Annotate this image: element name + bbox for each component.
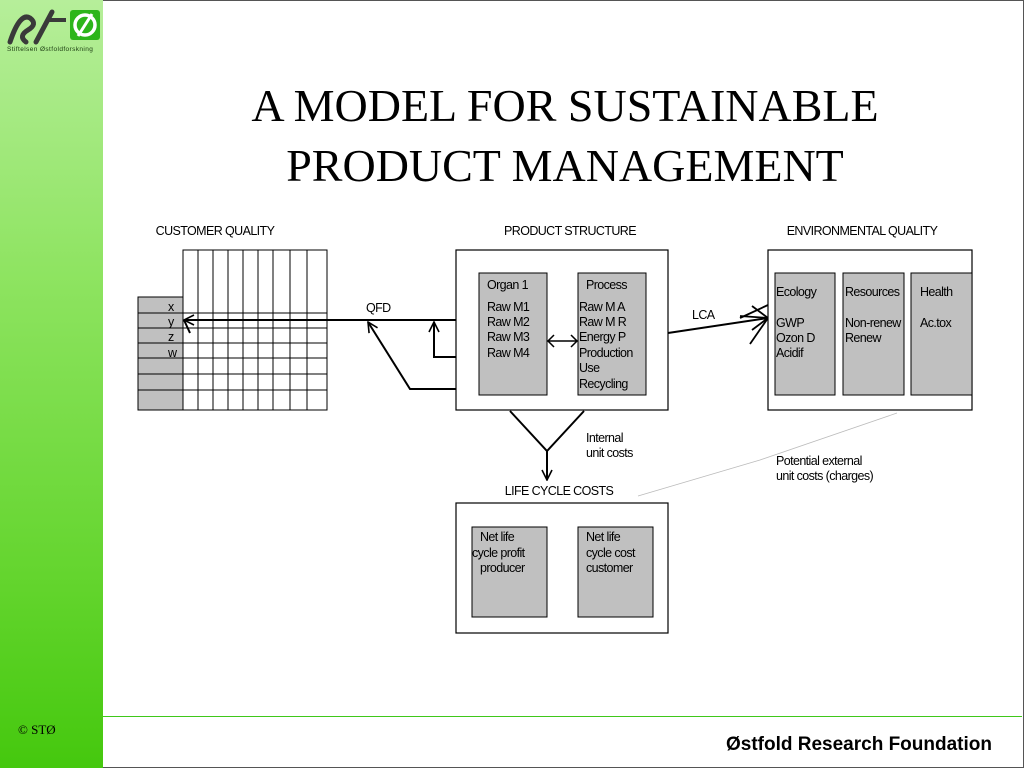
ecology-item: GWP [776, 316, 804, 330]
organ-item: Raw M4 [487, 346, 530, 360]
organ-box [478, 272, 548, 396]
resources-box [842, 272, 905, 396]
external-costs-line [637, 412, 898, 497]
organ-item: Raw M2 [487, 315, 530, 329]
resources-title: Resources [845, 285, 900, 299]
lca-label: LCA [692, 308, 716, 322]
ecology-title: Ecology [776, 285, 818, 299]
heading-life-cycle-costs: LIFE CYCLE COSTS [505, 484, 614, 498]
customer-cost-box [577, 526, 654, 618]
matrix-grid [182, 249, 328, 411]
process-item: Production [579, 346, 633, 360]
customer-cost-text: cycle cost [586, 546, 636, 560]
matrix-label-x: x [168, 300, 175, 314]
internal-costs-funnel [509, 410, 585, 453]
heading-environmental-quality: ENVIRONMENTAL QUALITY [787, 224, 939, 238]
link-head-right [570, 334, 579, 348]
internal-costs-label: Internal [586, 431, 623, 445]
matrix-label-z: z [168, 330, 174, 344]
customer-cost-text: Net life [586, 530, 621, 544]
resources-item: Renew [845, 331, 882, 345]
title-line-1: A MODEL FOR SUSTAINABLE [251, 80, 879, 131]
process-title: Process [586, 278, 627, 292]
resources-item: Non-renew [845, 316, 902, 330]
page-title: A MODEL FOR SUSTAINABLE PRODUCT MANAGEME… [195, 76, 935, 196]
external-costs-label: Potential external [776, 454, 862, 468]
customer-cost-text: customer [586, 561, 633, 575]
heading-customer-quality: CUSTOMER QUALITY [156, 224, 276, 238]
qfd-label: QFD [366, 301, 391, 315]
process-box [577, 272, 647, 396]
producer-cost-text: producer [480, 561, 525, 575]
process-item: Raw M A [579, 300, 626, 314]
organ-item: Raw M1 [487, 300, 530, 314]
matrix-label-y: y [168, 315, 175, 329]
ecology-item: Acidif [776, 346, 804, 360]
footer-organization: Østfold Research Foundation [725, 734, 992, 755]
ecology-item: Ozon D [776, 331, 815, 345]
matrix-row-label-area [137, 296, 184, 411]
qfd-arrow-tail [183, 319, 191, 334]
producer-cost-text: Net life [480, 530, 515, 544]
sidebar: Stiftelsen Østfoldforskning © STØ [0, 0, 103, 768]
producer-cost-box [471, 526, 548, 618]
logo-subtitle: Stiftelsen Østfoldforskning [7, 46, 94, 53]
process-item: Use [579, 361, 600, 375]
product-structure-box: Organ 1 Raw M1 Raw M2 Raw M3 Raw M4 Proc… [455, 249, 669, 411]
ecology-box [774, 272, 836, 396]
organ-item: Raw M3 [487, 330, 530, 344]
health-title: Health [920, 285, 953, 299]
producer-cost-text: cycle profit [472, 546, 526, 560]
copyright: © STØ [18, 722, 56, 737]
internal-costs-label: unit costs [586, 446, 633, 460]
process-item: Energy P [579, 330, 626, 344]
organ-title: Organ 1 [487, 278, 529, 292]
lca-fan-arrows [739, 304, 770, 345]
link-head-left [546, 334, 555, 348]
lca-arrow [667, 317, 769, 334]
external-costs-label: unit costs (charges) [776, 469, 874, 483]
heading-product-structure: PRODUCT STRUCTURE [504, 224, 636, 238]
environmental-quality-box: Ecology GWP Ozon D Acidif Resources Non-… [767, 249, 973, 411]
qfd-matrix: x y z w [137, 249, 328, 411]
footer-divider [103, 716, 1022, 717]
process-item: Raw M R [579, 315, 627, 329]
health-item: Ac.tox [920, 316, 952, 330]
sto-logo [7, 9, 100, 45]
title-line-2: PRODUCT MANAGEMENT [286, 140, 844, 191]
process-item: Recycling [579, 377, 628, 391]
matrix-label-w: w [167, 346, 178, 360]
health-box [910, 272, 973, 396]
life-cycle-costs-box: Net life cycle profit producer Net life … [455, 502, 669, 634]
